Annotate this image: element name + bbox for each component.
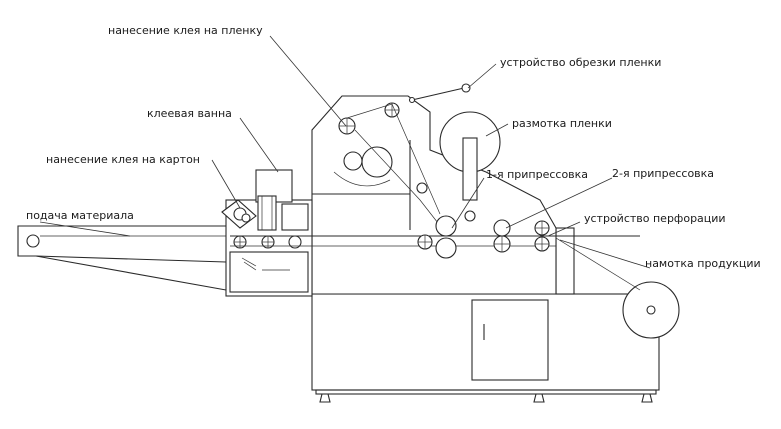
film-unwind-roll <box>439 111 501 201</box>
label-material-feed: подача материала <box>26 209 134 222</box>
label-film-unwind: размотка пленки <box>512 117 612 130</box>
film-cutting-arm <box>408 83 471 104</box>
label-press-2: 2-я припрессовка <box>612 167 714 180</box>
label-glue-on-film: нанесение клея на пленку <box>108 24 263 37</box>
base-cabinet <box>311 293 660 403</box>
label-perforation: устройство перфорации <box>584 212 726 225</box>
right-frame <box>555 227 575 295</box>
label-press-1: 1-я припрессовка <box>486 168 588 181</box>
leader-lines <box>39 35 651 269</box>
glue-unit <box>221 169 313 297</box>
label-product-winding: намотка продукции <box>645 257 761 270</box>
label-glue-bath: клеевая ванна <box>147 107 232 120</box>
label-glue-on-cardboard: нанесение клея на картон <box>46 153 200 166</box>
material-feed-table <box>17 225 231 291</box>
press-rollers <box>417 215 550 259</box>
label-film-cutting: устройство обрезки пленки <box>500 56 661 69</box>
product-winding-roll <box>555 237 680 339</box>
upper-rollers <box>338 102 476 222</box>
